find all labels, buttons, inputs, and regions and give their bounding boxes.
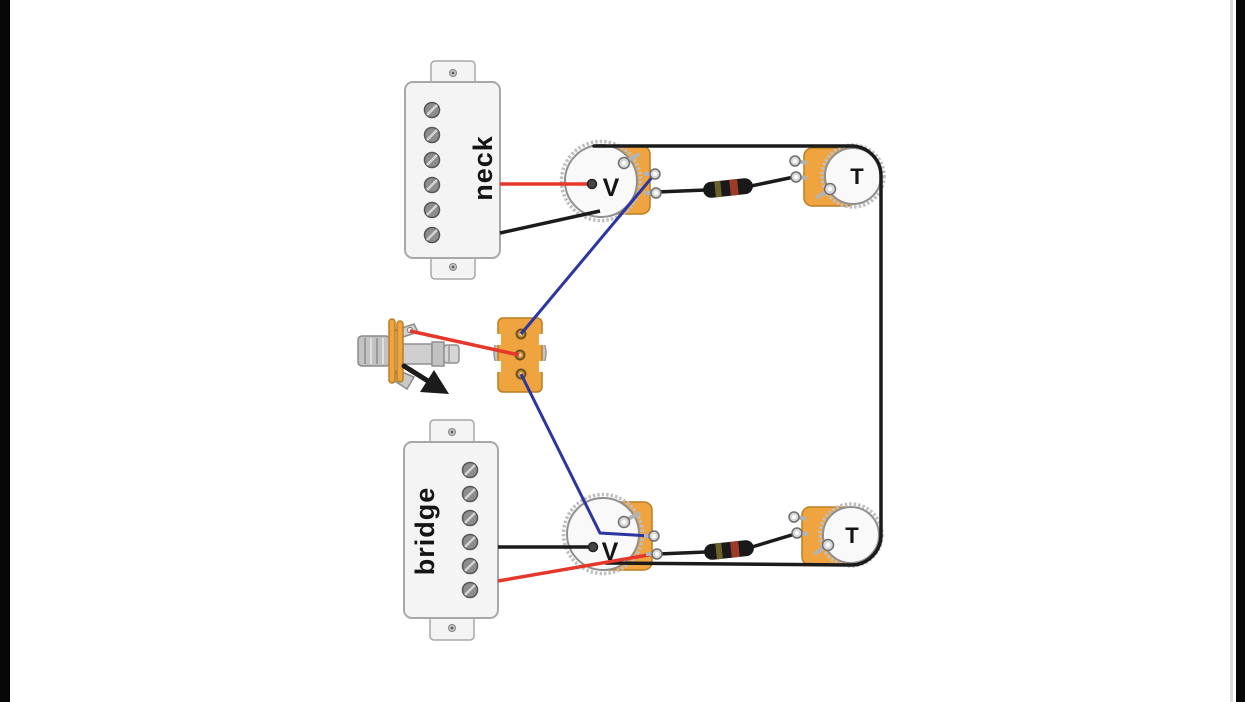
bridge-volume-pot-knurl	[561, 492, 645, 576]
bridge-cap-wire-left	[657, 550, 707, 556]
bridge-cap-wire-right	[751, 532, 796, 549]
bridge-volume-terminal	[587, 541, 599, 553]
neck-tone-capacitor	[703, 178, 753, 198]
bridge-tone-pot-face	[822, 506, 880, 564]
bridge-pickup-label: bridge	[410, 487, 440, 576]
neck-pickup-pole-screws	[423, 101, 441, 244]
output-jack	[357, 318, 460, 394]
neck-volume-label: V	[603, 174, 620, 202]
neck-tone-label: T	[850, 164, 864, 189]
ground-bus-wire	[592, 144, 883, 567]
neck-volume-terminal	[586, 178, 598, 190]
ground-arrow-icon	[401, 363, 449, 394]
neck-pickup-label: neck	[468, 135, 498, 201]
bridge-tone-capacitor	[704, 540, 754, 560]
capacitor-body	[703, 178, 753, 198]
bridge-tone-label: T	[845, 523, 859, 548]
bridge-selector-wire	[519, 373, 651, 538]
neck-tone-pot	[803, 143, 886, 209]
jack-tip	[443, 344, 460, 364]
neck-volume-pot-knurl	[559, 139, 643, 223]
jack-collar	[431, 341, 445, 367]
bridge-volume-label: V	[602, 538, 619, 566]
jack-hot-wire	[409, 329, 520, 357]
right-letterbox-bar	[1236, 0, 1245, 702]
jack-threaded-barrel	[357, 335, 391, 367]
pickup-selector-switch	[492, 317, 548, 393]
bridge-pickup-pole-screws	[461, 461, 479, 599]
bridge-hot-wire	[497, 552, 655, 583]
neck-volume-pot	[559, 139, 651, 223]
bridge-pickup: bridge	[403, 419, 499, 641]
neck-cap-wire-right	[750, 175, 795, 188]
neck-cap-wire-left	[656, 188, 707, 194]
jack-shaft	[401, 343, 433, 365]
capacitor-band-olive	[714, 180, 722, 198]
capacitor-band-olive	[715, 542, 723, 560]
capacitor-band-red	[730, 540, 740, 558]
neck-pickup: neck	[404, 60, 501, 280]
left-letterbox-bar	[0, 0, 10, 702]
right-edge-line	[1230, 0, 1233, 702]
neck-selector-wire	[519, 174, 656, 335]
jack-washer-front	[388, 318, 396, 384]
capacitor-band-red	[729, 178, 739, 196]
neck-ground-wire	[499, 209, 601, 235]
jack-washer-rear	[396, 320, 404, 383]
capacitor-body	[704, 540, 754, 560]
bridge-tone-pot	[801, 502, 884, 568]
pot-terminals	[586, 155, 809, 560]
bridge-pickup-body	[403, 441, 499, 619]
